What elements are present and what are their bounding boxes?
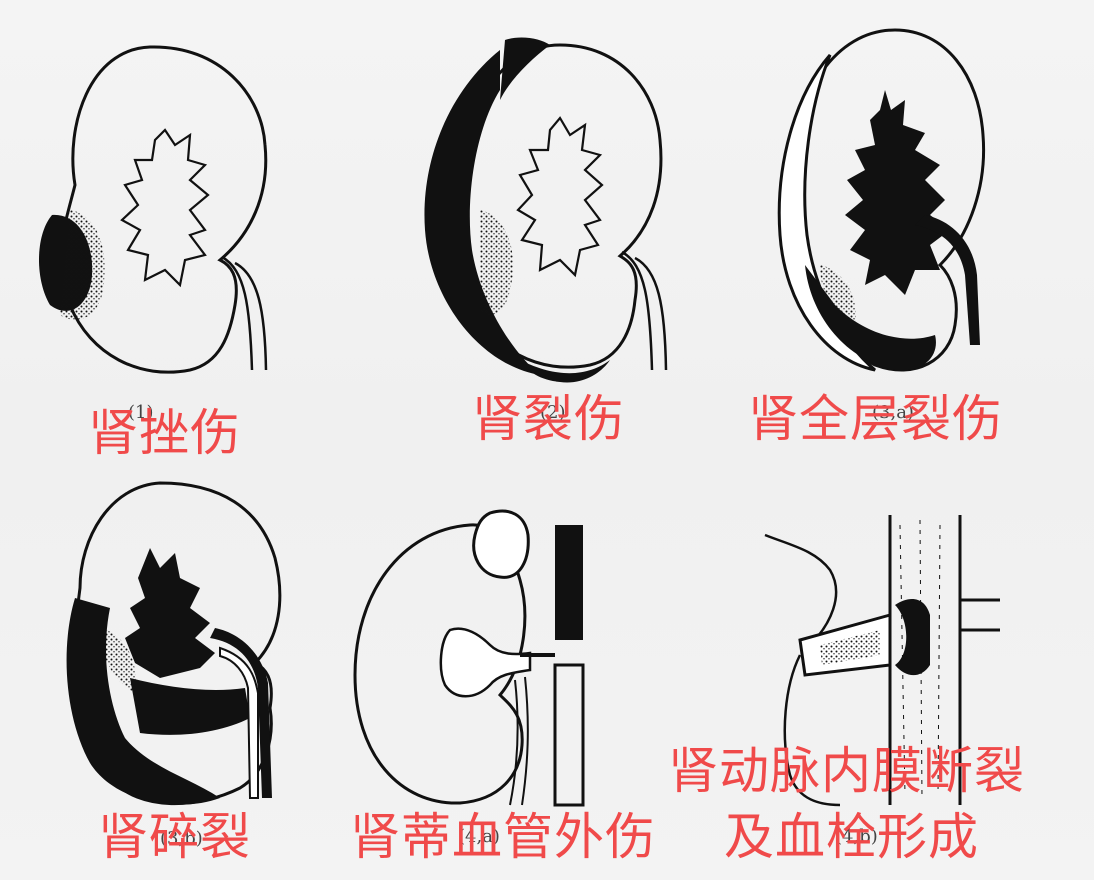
caption-kidney-laceration: 肾裂伤 [472,390,625,448]
caption-renal-artery-intimal-tear-line2: 及血栓形成 [724,808,979,866]
figure-number-1: (1) [128,402,154,423]
figure-number-2: (2) [540,402,566,423]
kidney-laceration-drawing [410,30,670,390]
caption-kidney-shattered: 肾碎裂 [98,808,251,866]
kidney-contusion-drawing [30,35,280,395]
kidney-full-thickness-laceration-drawing [765,15,995,385]
caption-kidney-contusion: 肾挫伤 [88,404,241,462]
figure-number-4b: (4,b) [835,826,878,847]
renal-artery-intimal-tear-drawing [760,505,1010,815]
caption-renal-artery-intimal-tear-line1: 肾动脉内膜断裂 [668,742,1025,800]
caption-kidney-full-thickness-laceration: 肾全层裂伤 [748,390,1003,448]
figure-number-4a: (4,a) [458,826,500,847]
kidney-shattered-drawing [40,478,300,818]
renal-pedicle-injury-drawing [350,505,610,815]
caption-renal-pedicle-injury: 肾蒂血管外伤 [350,808,656,866]
figure-number-3a: (3,a) [872,402,914,423]
figure-number-3b: (3,b) [160,828,203,849]
